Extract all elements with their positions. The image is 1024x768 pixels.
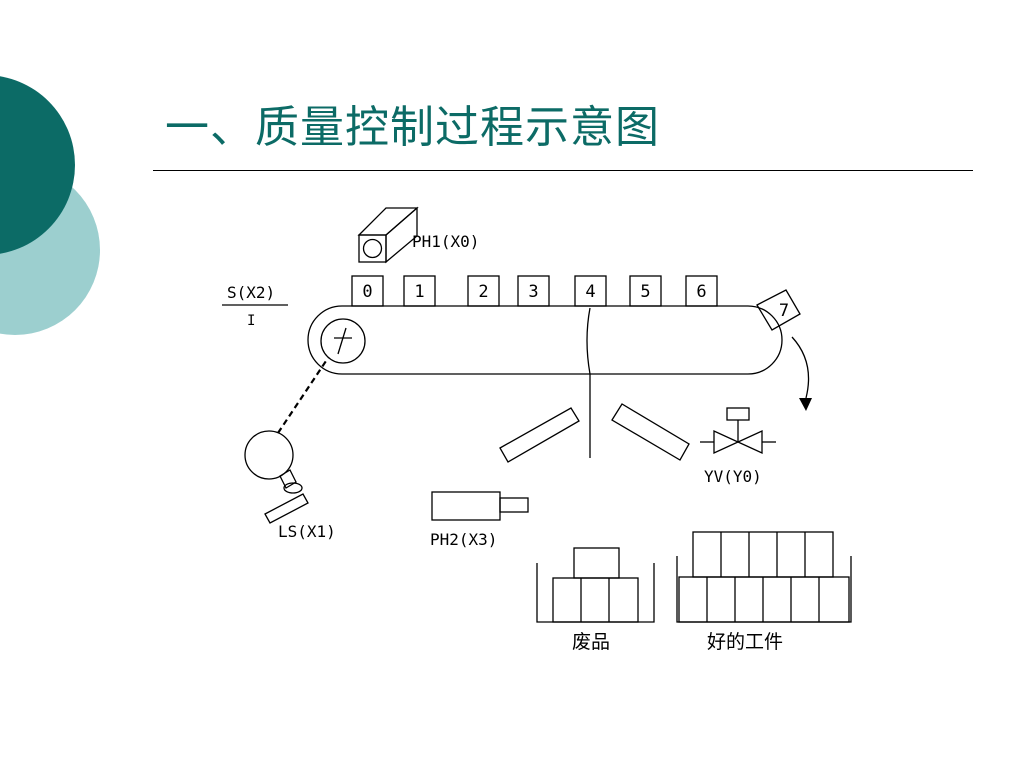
decor-circle-dark	[0, 76, 75, 254]
conveyor-belt	[307, 305, 783, 375]
slide-title: 一、质量控制过程示意图	[165, 102, 660, 153]
station-label: 6	[696, 282, 706, 302]
s-label: S(X2)	[227, 283, 275, 302]
ph1-sensor	[357, 206, 419, 264]
deflector-right	[611, 403, 690, 461]
station-label: 4	[585, 282, 595, 302]
ls-label: LS(X1)	[278, 522, 336, 541]
good-parts-bin	[676, 531, 852, 623]
station-label: 0	[362, 282, 372, 302]
station-label: 5	[640, 282, 650, 302]
belt-split-mark	[586, 307, 591, 375]
good-bin-label: 好的工件	[707, 631, 783, 653]
yv-label: YV(Y0)	[704, 467, 762, 486]
slide-decoration	[0, 76, 100, 335]
drive-roller	[320, 318, 366, 364]
ejection-arrow	[791, 336, 810, 399]
ls-lamp	[244, 430, 309, 524]
ph1-label: PH1(X0)	[412, 232, 479, 251]
s-mark: I	[247, 313, 255, 329]
deflector-left	[499, 407, 580, 463]
title-divider	[153, 170, 973, 171]
reject-bin-label: 废品	[572, 631, 610, 653]
station-label: 2	[478, 282, 488, 302]
reject-bin	[536, 547, 655, 623]
valve-yv	[700, 407, 776, 455]
ph2-sensor	[431, 491, 529, 521]
station-label: 1	[414, 282, 424, 302]
station-box-rotated	[756, 289, 801, 331]
station-label: 7	[779, 301, 789, 321]
light-beam	[277, 357, 329, 434]
ph2-label: PH2(X3)	[430, 530, 497, 549]
arrow-head	[799, 398, 812, 411]
station-label: 3	[528, 282, 538, 302]
